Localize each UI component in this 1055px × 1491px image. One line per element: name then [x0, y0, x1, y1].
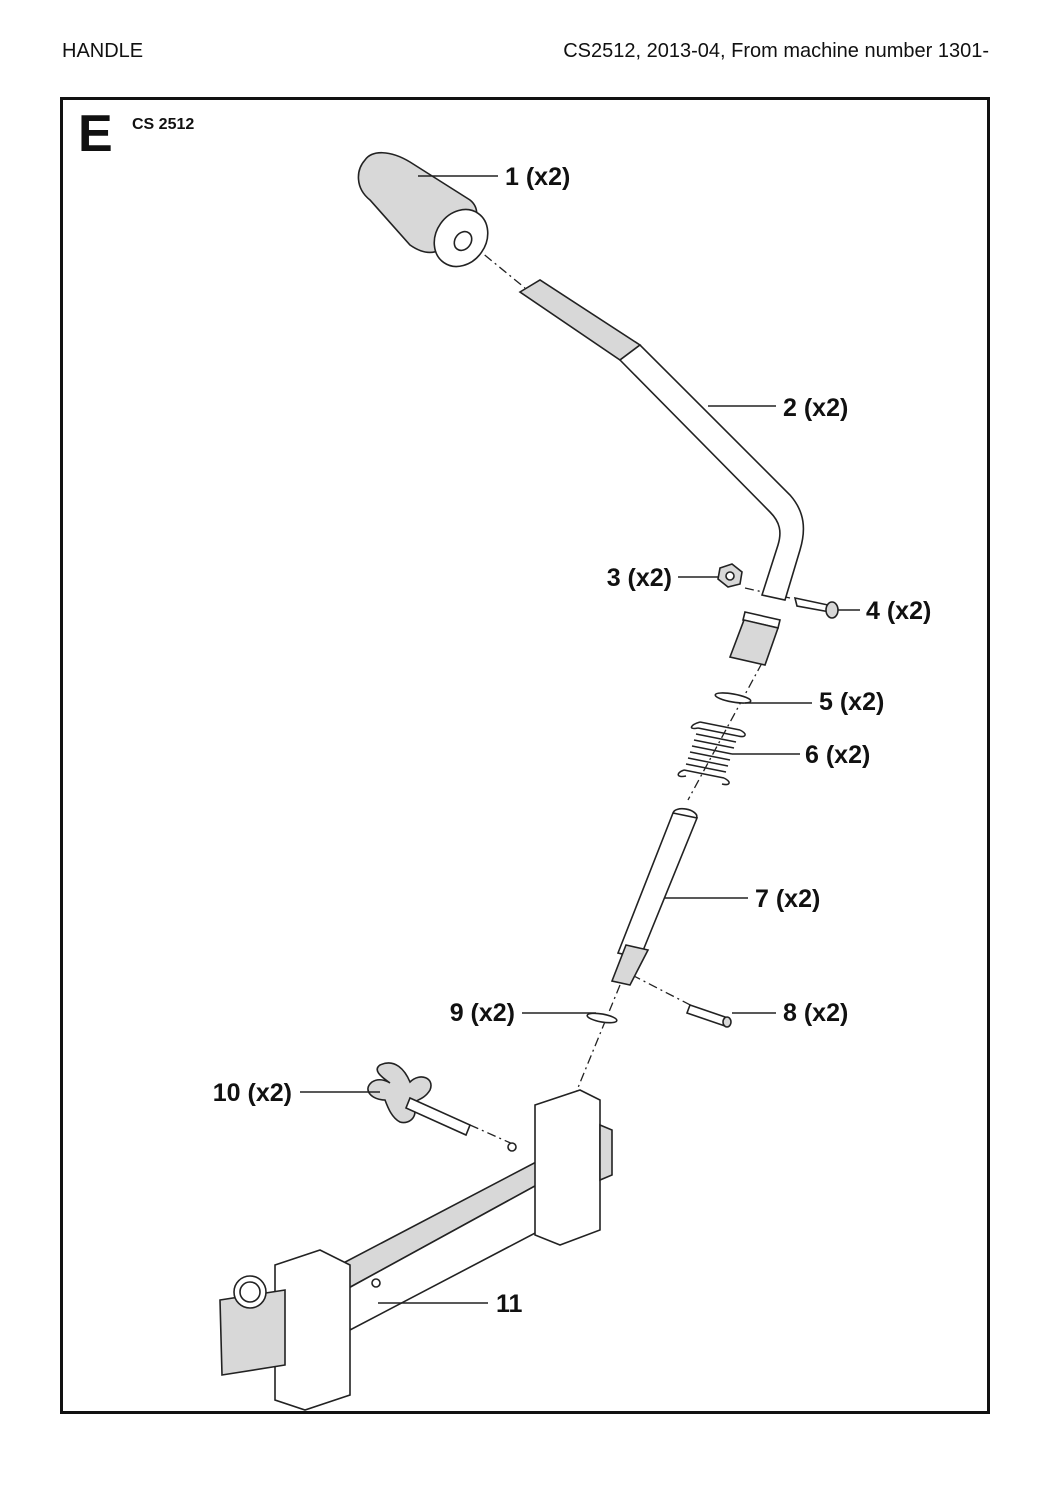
assembly-axis-bottom: [574, 984, 621, 1096]
assembly-axis-middle: [687, 662, 763, 801]
handle-grip-part: [357, 151, 489, 268]
callout-6: 6 (x2): [805, 741, 870, 769]
assembly-axis-top: [469, 242, 526, 289]
small-washer-part: [586, 1012, 618, 1024]
callout-10: 10 (x2): [213, 1079, 292, 1107]
handle-tube-part: [518, 279, 805, 601]
nut-part: [717, 563, 743, 588]
callout-3: 3 (x2): [607, 564, 672, 592]
callout-4: 4 (x2): [866, 597, 931, 625]
page-info: CS2512, 2013-04, From machine number 130…: [563, 40, 989, 62]
pin-axis: [631, 974, 701, 1011]
callout-1: 1 (x2): [505, 163, 570, 191]
spring-part: [677, 721, 746, 786]
callout-7: 7 (x2): [755, 885, 820, 913]
star-knob-part: [367, 1062, 472, 1137]
callout-2: 2 (x2): [783, 394, 848, 422]
washer-part: [714, 692, 752, 704]
callout-9: 9 (x2): [450, 999, 515, 1027]
callout-11: 11: [496, 1290, 523, 1318]
knob-axis: [469, 1124, 516, 1146]
section-letter: E: [78, 105, 113, 163]
page-title: HANDLE: [62, 40, 144, 62]
diagram-frame: [60, 97, 990, 1414]
callout-8: 8 (x2): [783, 999, 848, 1027]
pin-part: [685, 1003, 732, 1028]
bolt-part: [793, 596, 839, 619]
model-label: CS 2512: [132, 116, 195, 133]
handle-sleeve-part: [728, 611, 781, 666]
callout-5: 5 (x2): [819, 688, 884, 716]
base-bracket-part: [219, 1089, 613, 1411]
shaft-part: [610, 807, 699, 986]
